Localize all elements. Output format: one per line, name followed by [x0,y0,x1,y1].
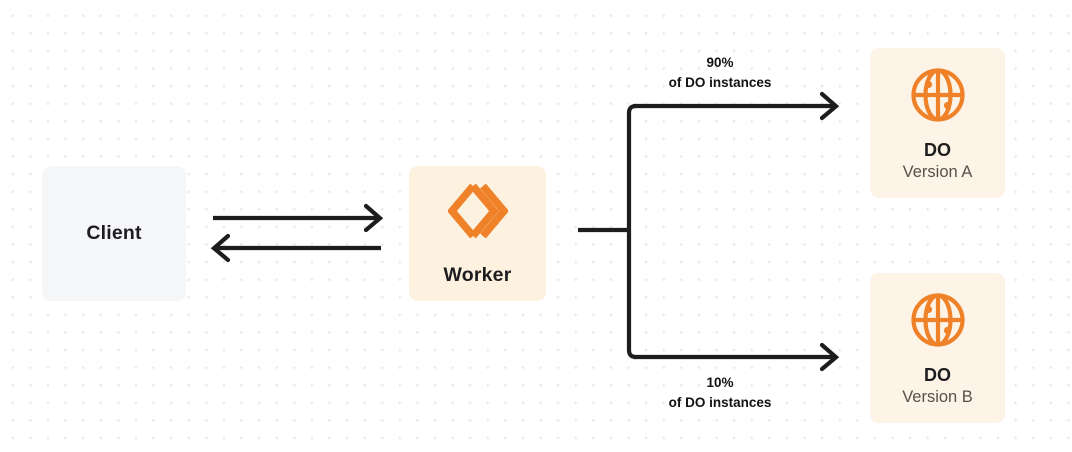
connector-client-to-worker [213,203,384,233]
branch-label-top: 90% of DO instances [600,53,840,93]
node-do-a-sublabel: Version A [902,162,973,181]
node-client-label: Client [86,222,142,244]
node-do-b[interactable]: DO Version B [870,273,1005,423]
arrow-left-icon [210,233,231,263]
node-do-b-sublabel: Version B [902,387,973,406]
node-do-a[interactable]: DO Version A [870,48,1005,198]
connector-worker-to-client [210,233,381,263]
node-worker[interactable]: Worker [409,166,546,301]
node-worker-label: Worker [443,264,512,286]
node-do-b-label: DO [924,364,951,385]
connector-worker-to-do-b [634,342,840,372]
node-do-a-label: DO [924,139,951,160]
node-client[interactable]: Client [42,166,186,301]
branch-label-top-caption: of DO instances [668,74,772,90]
branch-label-top-percent: 90% [706,55,734,70]
connector-branch-trunk [578,103,637,360]
arrow-right-icon [363,203,384,233]
branch-label-bottom: 10% of DO instances [600,373,840,413]
globe-icon [910,67,966,128]
branch-label-bottom-percent: 10% [706,375,734,390]
branch-label-bottom-caption: of DO instances [668,394,772,410]
arrow-right-icon [819,342,840,372]
arrow-right-icon [819,91,840,121]
cloudflare-workers-icon [446,180,509,247]
connector-worker-to-do-a [634,91,840,121]
globe-icon [910,292,966,353]
